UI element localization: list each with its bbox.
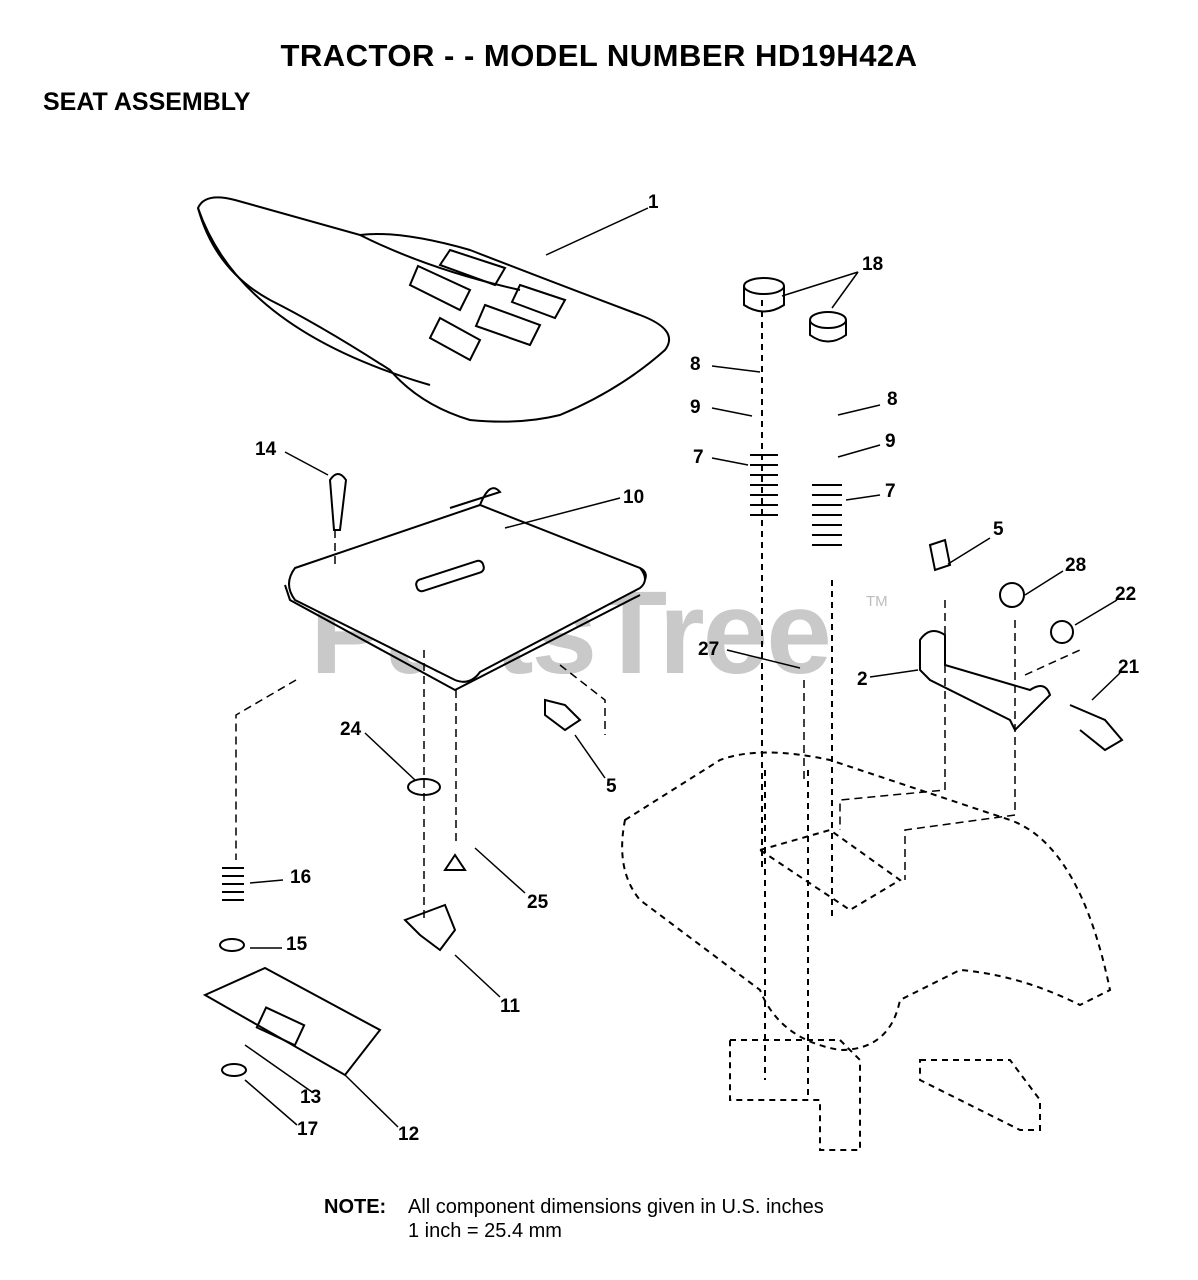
callout-7: 7 [693,447,704,468]
callout-28: 28 [1065,555,1087,576]
watermark-trademark: TM [866,593,888,610]
callout-24: 24 [340,719,362,740]
assembly-lines [235,530,1081,920]
callout-17: 17 [297,1119,319,1140]
seat-plate-part [284,487,647,692]
leader-lines [244,207,1121,1128]
callout-15: 15 [286,934,308,955]
callout-25: 25 [527,892,549,913]
callout-8: 8 [887,389,898,410]
note-line-2: 1 inch = 25.4 mm [408,1220,562,1242]
callout-7: 7 [885,481,896,502]
callout-9: 9 [690,397,701,418]
callout-21: 21 [1118,657,1140,678]
callout-2: 2 [857,669,868,690]
note-text: All component dimensions given in U.S. i… [408,1195,824,1243]
callout-16: 16 [290,867,312,888]
callout-22: 22 [1115,584,1137,605]
callout-5: 5 [993,519,1004,540]
callout-14: 14 [255,439,277,460]
callout-12: 12 [398,1124,420,1145]
note-label: NOTE: [324,1196,387,1218]
callout-10: 10 [623,487,645,508]
seat-part [196,196,671,423]
callout-9: 9 [885,431,896,452]
callout-11: 11 [500,996,521,1017]
bracket-part [919,630,1052,732]
callout-1: 1 [648,192,659,213]
callout-27: 27 [698,639,720,660]
section-title: SEAT ASSEMBLY [43,88,251,116]
spacer-part [743,277,847,343]
callout-8: 8 [690,354,701,375]
callout-13: 13 [300,1087,322,1108]
frame-part [621,300,1112,1151]
page-title: TRACTOR - - MODEL NUMBER HD19H42A [280,38,918,73]
callout-18: 18 [862,254,884,275]
spring-part [222,454,842,901]
slide-rail-part [202,966,382,1077]
small-parts [219,473,1124,1077]
note-line-1: All component dimensions given in U.S. i… [408,1196,824,1218]
callout-5: 5 [606,776,617,797]
